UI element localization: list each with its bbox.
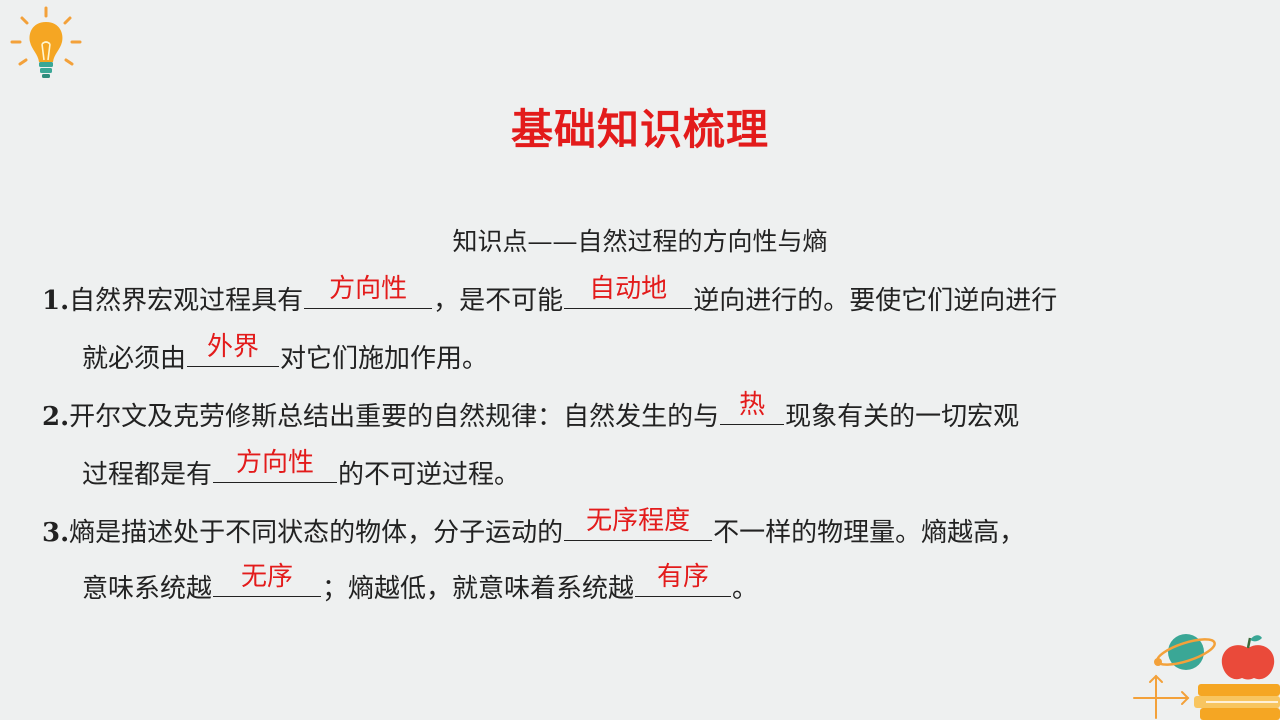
- answer-blank: 有序: [635, 562, 732, 597]
- section-subtitle: 知识点——自然过程的方向性与熵: [452, 227, 828, 256]
- answer-text: 方向性: [236, 448, 315, 478]
- page-title: 基础知识梳理: [510, 105, 769, 154]
- answer-blank: 自动地: [564, 274, 693, 309]
- answer-blank: 方向性: [213, 448, 338, 483]
- item-2-line-2: 过程都是有方向性的不可逆过程。: [82, 448, 521, 490]
- item-2-line-1: 2.开尔文及克劳修斯总结出重要的自然规律：自然发生的与热现象有关的一切宏观: [42, 390, 1020, 432]
- answer-blank: 热: [720, 390, 785, 425]
- item-3-line-1: 3.熵是描述处于不同状态的物体，分子运动的无序程度不一样的物理量。熵越高，: [42, 506, 1026, 548]
- item-1-line-1: 1.自然界宏观过程具有方向性，是不可能自动地逆向进行的。要使它们逆向进行: [42, 274, 1058, 316]
- planet-apple-books-icon: [1133, 634, 1280, 720]
- item-number: 3.: [42, 518, 70, 548]
- answer-text: 无序程度: [586, 506, 691, 536]
- answer-text: 外界: [207, 332, 260, 362]
- answer-blank: 外界: [187, 332, 280, 367]
- answer-text: 热: [739, 390, 766, 420]
- item-number: 1.: [42, 286, 70, 316]
- answer-text: 自动地: [589, 274, 668, 304]
- answer-text: 方向性: [329, 274, 408, 304]
- answer-blank: 方向性: [304, 274, 433, 309]
- answer-blank: 无序: [213, 562, 322, 597]
- item-1-line-2: 就必须由外界对它们施加作用。: [82, 332, 489, 374]
- answer-text: 无序: [241, 562, 294, 592]
- item-3-line-2: 意味系统越无序；熵越低，就意味着系统越有序。: [82, 562, 759, 604]
- item-number: 2.: [42, 402, 70, 432]
- answer-blank: 无序程度: [564, 506, 713, 541]
- answer-text: 有序: [657, 562, 710, 592]
- lightbulb-icon: [10, 6, 82, 78]
